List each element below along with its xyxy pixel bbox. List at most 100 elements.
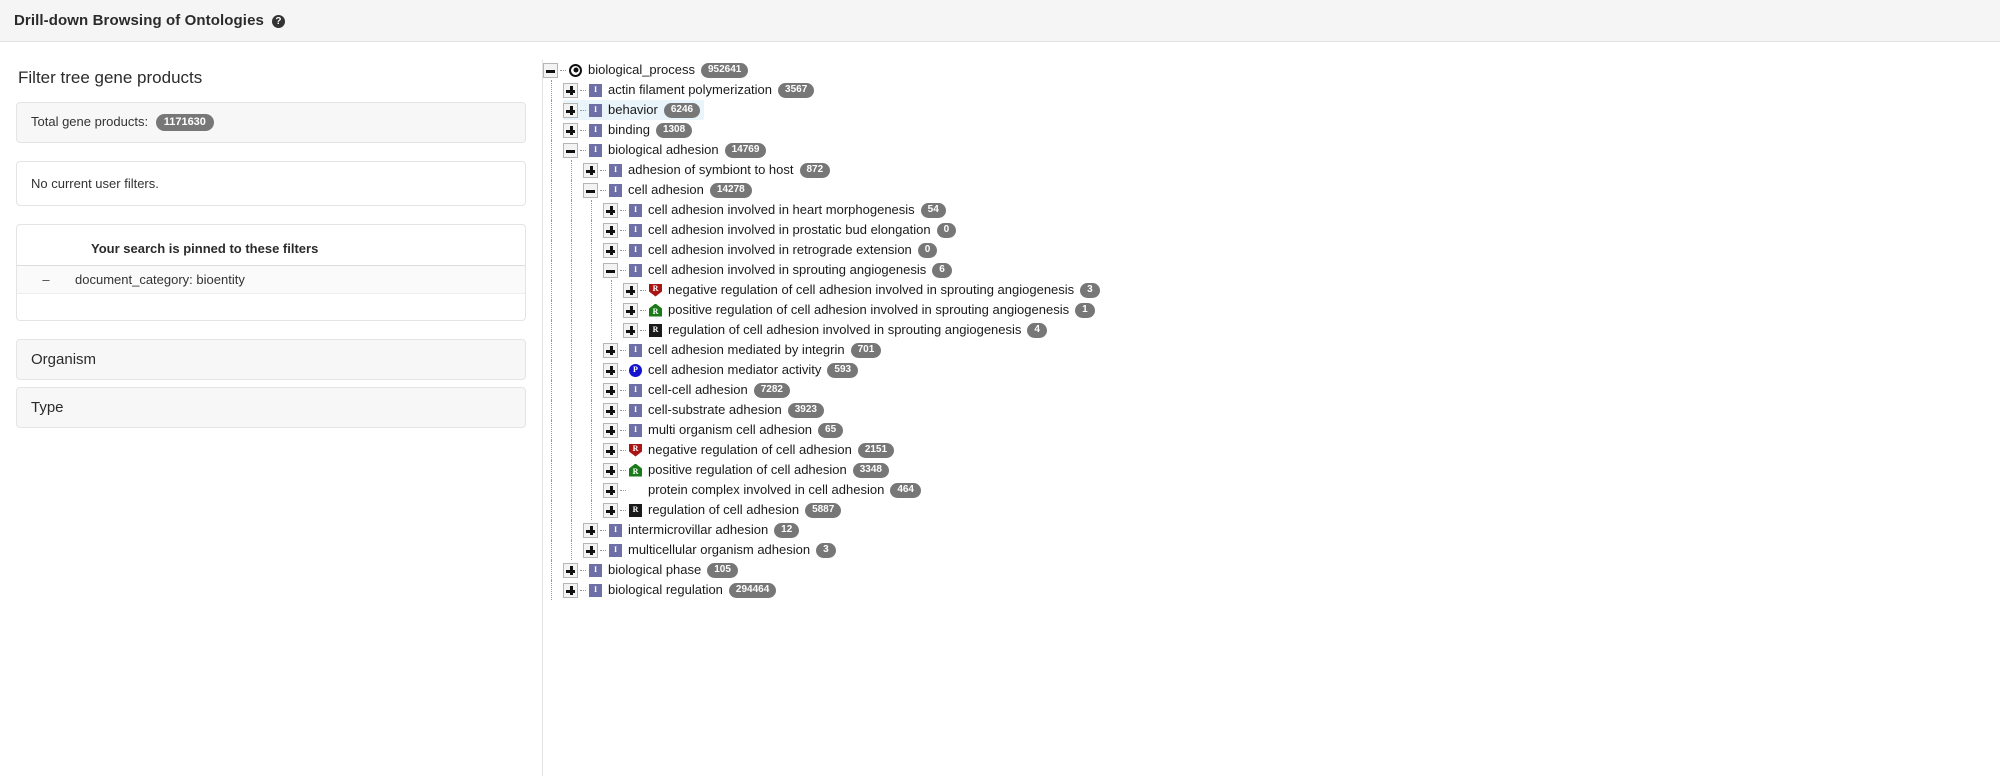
expand-node-icon[interactable]: [603, 342, 618, 358]
expand-node-icon[interactable]: [603, 362, 618, 378]
tree-node-label: cell adhesion: [628, 182, 704, 197]
expand-node-icon[interactable]: [563, 102, 578, 118]
filter-panel: Filter tree gene products Total gene pro…: [0, 60, 543, 776]
pinned-filter-row[interactable]: – document_category: bioentity: [17, 266, 525, 295]
tree-indent-guide: [603, 320, 623, 340]
tree-indent-guide: [563, 380, 583, 400]
biological-process-icon: I: [609, 523, 622, 537]
collapse-node-icon[interactable]: [583, 182, 598, 198]
page-title: Drill-down Browsing of Ontologies: [14, 12, 264, 29]
collapse-node-icon[interactable]: [603, 262, 618, 278]
tree-indent-guide: [603, 280, 623, 300]
negative-regulation-icon: R: [629, 443, 642, 457]
pinned-filters-title: Your search is pinned to these filters: [17, 225, 525, 267]
tree-connector: [620, 449, 626, 451]
expand-node-icon[interactable]: [623, 322, 638, 338]
help-icon[interactable]: ?: [271, 15, 285, 28]
tree-node-label: multi organism cell adhesion: [648, 422, 813, 437]
tree-node-label: biological regulation: [608, 582, 723, 597]
expand-node-icon[interactable]: [603, 422, 618, 438]
negative-regulation-icon: R: [649, 283, 662, 297]
tree-indent-guide: [543, 100, 563, 120]
expand-node-icon[interactable]: [563, 82, 578, 98]
tree-indent-guide: [543, 300, 563, 320]
collapse-node-icon[interactable]: [543, 62, 558, 78]
expand-node-icon[interactable]: [603, 402, 618, 418]
biological-process-icon: I: [629, 403, 642, 417]
tree-indent-guide: [563, 400, 583, 420]
expand-node-icon[interactable]: [623, 282, 638, 298]
accordion-organism[interactable]: Organism: [16, 339, 526, 381]
tree-node-label: cell-substrate adhesion: [648, 402, 782, 417]
expand-node-icon[interactable]: [603, 202, 618, 218]
expand-node-icon[interactable]: [603, 382, 618, 398]
expand-node-icon[interactable]: [603, 502, 618, 518]
expand-node-icon[interactable]: [603, 462, 618, 478]
tree-node-count-badge: 6246: [663, 102, 701, 118]
tree-indent-guide: [543, 280, 563, 300]
tree-connector: [580, 109, 586, 111]
biological-process-icon: I: [589, 123, 602, 137]
tree-indent-guide: [543, 480, 563, 500]
tree-indent-guide: [543, 380, 563, 400]
tree-connector: [600, 169, 606, 171]
expand-node-icon[interactable]: [583, 162, 598, 178]
tree-node-label: negative regulation of cell adhesion: [648, 442, 852, 457]
expand-node-icon[interactable]: [603, 242, 618, 258]
tree-node-count-badge: 1: [1075, 302, 1095, 318]
tree-node-label: cell adhesion involved in sprouting angi…: [648, 262, 927, 277]
accordion-type[interactable]: Type: [16, 387, 526, 429]
tree-connector: [600, 189, 606, 191]
expand-node-icon[interactable]: [603, 442, 618, 458]
tree-node-count-badge: 14769: [724, 142, 767, 158]
expand-node-icon[interactable]: [563, 562, 578, 578]
expand-node-icon[interactable]: [623, 302, 638, 318]
tree-indent-guide: [563, 160, 583, 180]
tree-node[interactable]: protein complex involved in cell adhesio…: [543, 480, 2000, 500]
expand-node-icon[interactable]: [563, 122, 578, 138]
collapse-node-icon[interactable]: [563, 142, 578, 158]
expand-node-icon[interactable]: [583, 522, 598, 538]
expand-node-icon[interactable]: [563, 582, 578, 598]
tree-indent-guide: [543, 460, 563, 480]
tree-node-label: cell adhesion mediator activity: [648, 362, 822, 377]
tree-indent-guide: [583, 400, 603, 420]
expand-node-icon[interactable]: [583, 542, 598, 558]
tree-node-count-badge: 3: [1080, 282, 1100, 298]
expand-node-icon[interactable]: [603, 222, 618, 238]
tree-indent-guide: [603, 300, 623, 320]
tree-indent-guide: [583, 480, 603, 500]
remove-pinned-filter-icon[interactable]: –: [42, 272, 50, 288]
expand-node-icon[interactable]: [603, 482, 618, 498]
